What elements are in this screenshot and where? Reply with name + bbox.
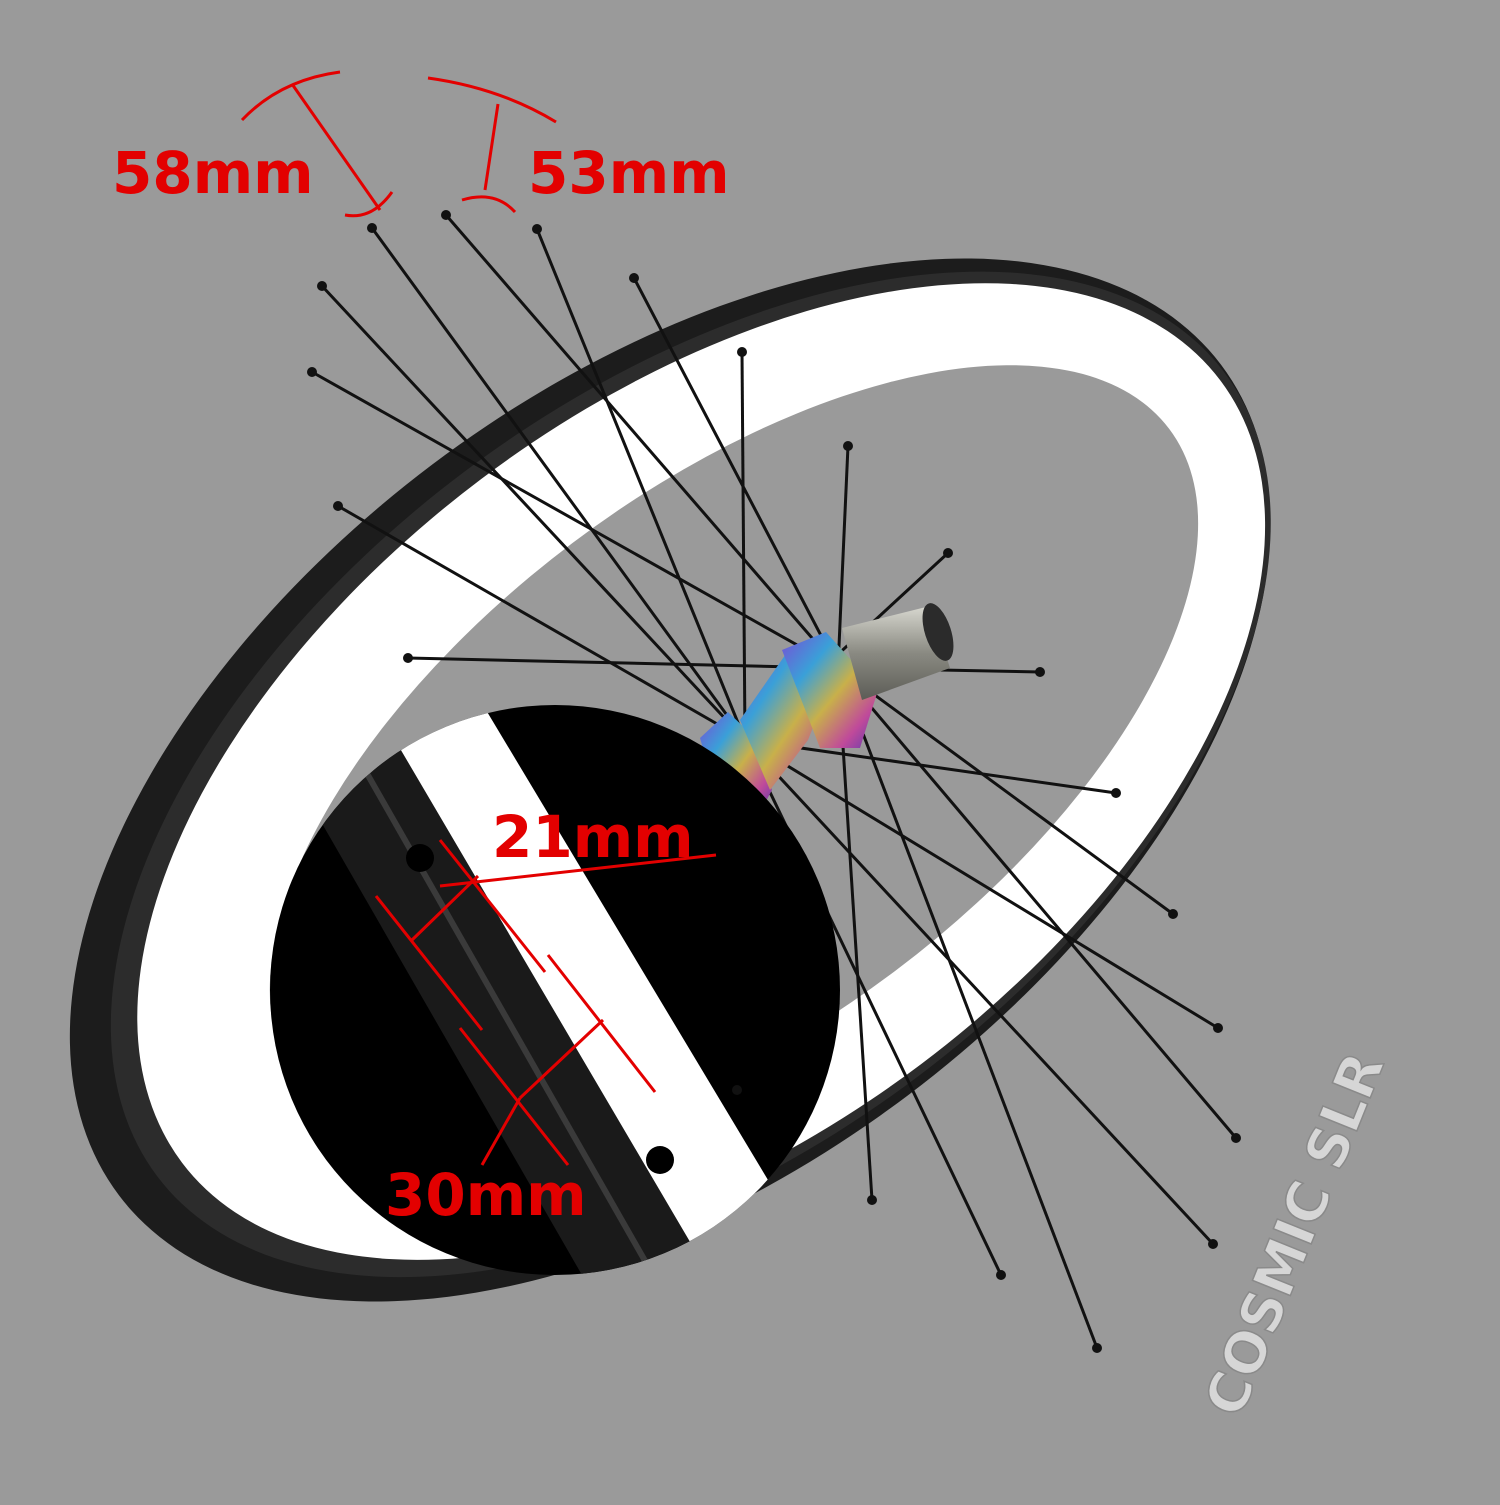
spoke-nipple [737,347,747,357]
measure-30-bracket-b [546,954,657,1093]
zoom-spoke-hole [646,1146,674,1174]
measure-21-line [439,853,717,888]
measure-58-line [290,83,382,211]
measure-58-arc-top [240,70,341,122]
spoke [744,738,1117,795]
spoke [836,667,1238,1139]
spoke-nipple [1111,788,1121,798]
spoke [337,504,746,742]
spoke-nipple [1092,1343,1102,1353]
spoke-nipple [1213,1023,1223,1033]
spoke-nipple [1208,1239,1218,1249]
zoom-detail [270,705,840,1275]
measure-21-tick-a [410,874,480,942]
spoke [535,228,747,741]
spoke-nipple [367,223,377,233]
measure-53-arc-top [427,76,557,124]
spoke [311,370,839,670]
zoom-spoke-hole [406,844,434,872]
spoke [370,227,747,741]
spoke-nipples [307,210,1241,1353]
spoke-nipple [441,210,451,220]
measure-30-line [518,1018,605,1100]
outer-width-label: 30mm [385,1161,587,1229]
spoke [740,351,747,741]
spoke-nipple [1168,909,1178,919]
spoke [444,214,840,669]
spoke [836,445,850,669]
spoke-nipple [843,441,853,451]
rim-depth-front-label: 53mm [528,139,730,207]
spoke-nipple [867,1195,877,1205]
axle-end-cap [922,603,954,661]
spoke-nipple [732,1085,742,1095]
measure-58-arc-bottom [344,191,394,218]
zoom-rim-section [320,740,830,1275]
spoke [744,738,1219,1030]
measure-21-bracket-b [438,839,547,973]
spoke-nipple [333,501,343,511]
spoke-nipple [1035,667,1045,677]
hub-flange-right [782,632,878,748]
measure-53-line [483,103,500,191]
measurement-lines [240,70,717,1166]
measure-53-arc-bottom [461,195,517,214]
freehub-body [842,606,950,700]
zoom-rim-edge [362,768,773,1275]
spoke [407,656,839,670]
spoke [836,667,1099,1349]
measure-30-bracket-a [458,1027,570,1166]
zoom-rim-white [395,705,840,1275]
spoke-nipple [532,224,542,234]
spoke-nipple [317,281,327,291]
spoke [743,738,1215,1246]
spoke-nipple [403,653,413,663]
inner-width-label: 21mm [492,803,694,871]
spoke [837,666,1174,916]
spoke-nipple [307,367,317,377]
rim-depth-rear-label: 58mm [112,139,314,207]
spoke [632,277,840,669]
spoke-nipple [943,548,953,558]
measure-21-bracket-a [374,895,484,1031]
spoke-nipple [1231,1133,1241,1143]
rim-decal: COSMIC SLR [1193,1044,1398,1426]
spoke [836,667,874,1201]
spoke-nipple [996,1270,1006,1280]
measure-30-leader [480,1097,522,1166]
spoke-nipple [629,273,639,283]
